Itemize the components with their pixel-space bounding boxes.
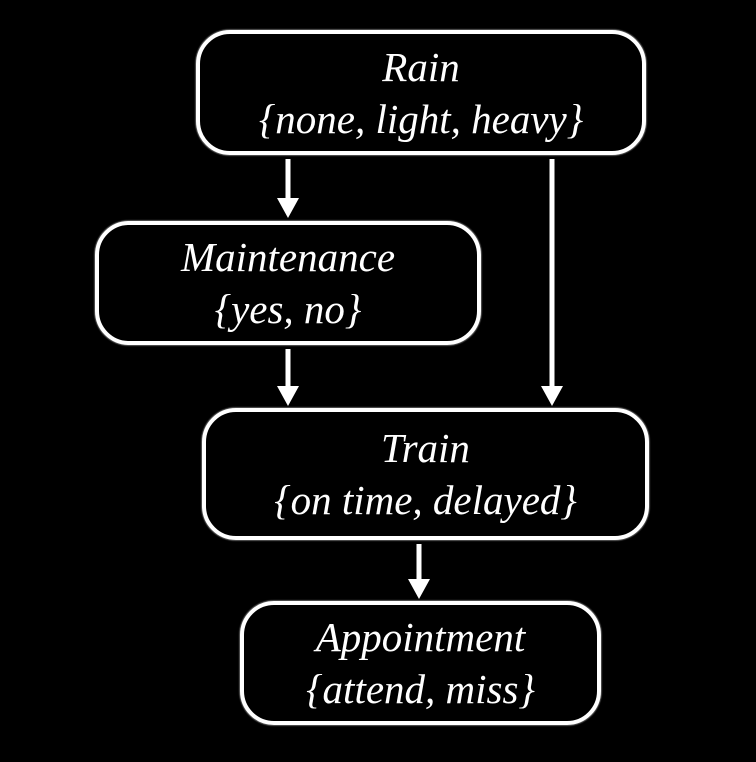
edge-train-to-appointment-arrow [408,544,430,599]
edge-rain-to-maintenance-arrow [277,159,299,218]
node-maintenance: Maintenance {yes, no} [95,221,481,345]
edge-rain-to-train-arrow [541,159,563,406]
node-train-values: {on time, delayed} [274,477,577,523]
node-appointment: Appointment {attend, miss} [240,601,601,725]
node-rain-values: {none, light, heavy} [258,95,584,142]
node-train: Train {on time, delayed} [202,408,649,540]
edge-maintenance-to-train-arrow [277,349,299,406]
node-maintenance-values: {yes, no} [214,286,362,332]
node-train-label: Train [381,425,470,471]
node-appointment-values: {attend, miss} [306,666,535,712]
node-rain: Rain {none, light, heavy} [196,30,646,155]
node-rain-label: Rain [382,43,460,90]
node-appointment-label: Appointment [315,614,526,660]
node-maintenance-label: Maintenance [180,234,396,280]
